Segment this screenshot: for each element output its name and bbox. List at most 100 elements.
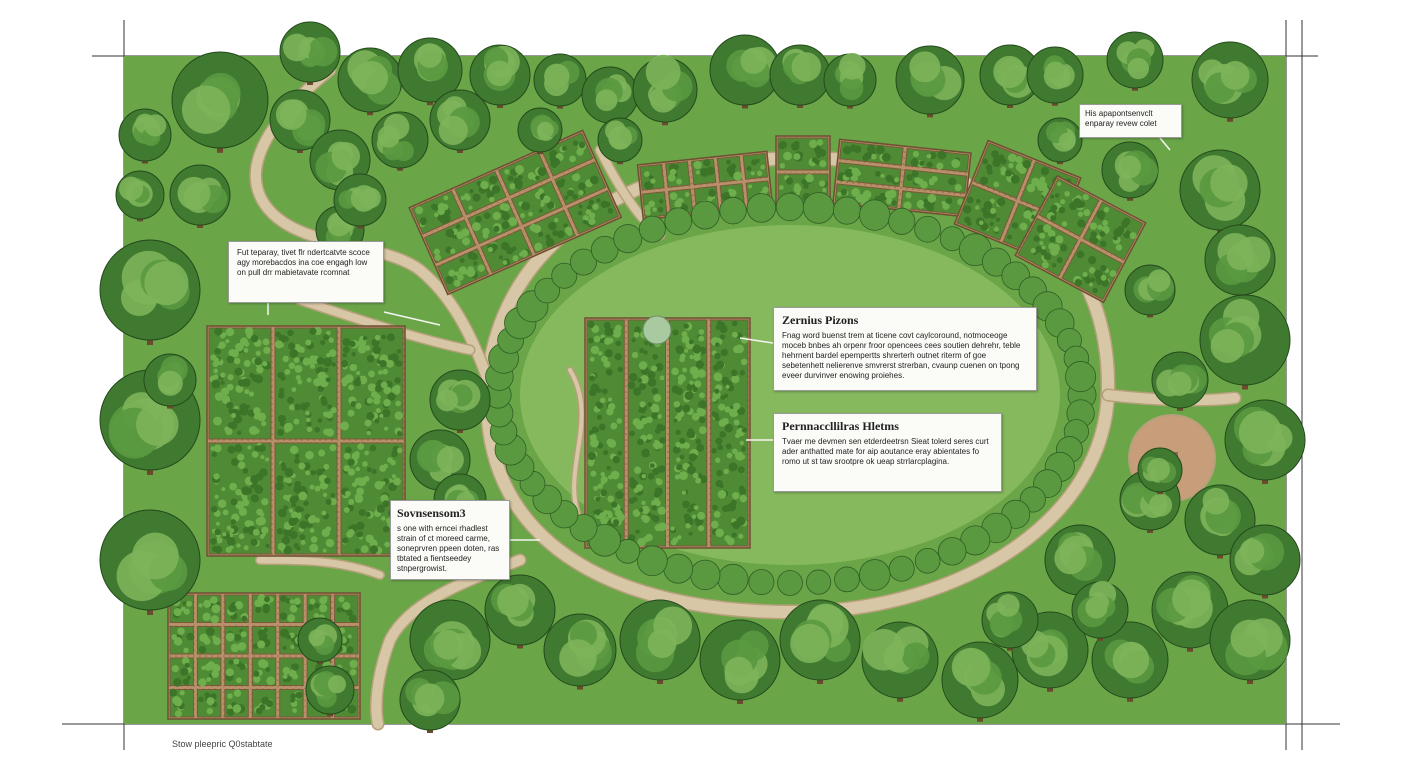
- bed-north-2: [775, 135, 831, 209]
- bed-west-large-plant: [241, 486, 251, 496]
- bed-central-perennial-plant: [726, 537, 735, 546]
- bed-south-west-plant: [228, 659, 234, 665]
- bed-central-perennial-plant: [610, 422, 618, 430]
- bed-north-3-plant: [866, 144, 876, 153]
- bed-west-large-plant: [386, 333, 395, 342]
- bed-north-west-plant: [477, 264, 485, 272]
- bed-west-large-plant: [306, 417, 311, 423]
- bed-west-large-plant: [220, 333, 226, 339]
- bed-central-perennial-plant: [736, 516, 746, 526]
- bed-north-west-plant: [499, 203, 508, 211]
- bed-north-1-plant: [648, 200, 656, 208]
- bed-north-3-plant: [844, 168, 854, 178]
- bed-north-east-2-plant: [1123, 230, 1132, 239]
- tree-leaf-cluster: [1118, 155, 1142, 179]
- bed-south-west-plant: [206, 707, 213, 715]
- bed-central-perennial-plant: [738, 533, 744, 539]
- bed-north-3-plant: [903, 201, 912, 210]
- tree: [1026, 46, 1084, 106]
- bed-central-perennial-plant: [645, 533, 653, 542]
- bed-north-west-plant: [420, 220, 426, 226]
- feature-plant: [642, 315, 672, 345]
- hedge-shrub: [777, 570, 803, 596]
- bed-west-large-plant: [248, 391, 255, 397]
- bed-west-large-plant: [288, 362, 296, 370]
- bed-central-perennial-plant: [640, 375, 649, 384]
- bed-central-perennial-plant: [691, 514, 697, 519]
- bed-north-3-plant: [937, 150, 947, 160]
- tree-leaf-cluster: [275, 99, 307, 130]
- bed-north-west-plant: [472, 193, 481, 202]
- tree: [1209, 599, 1291, 684]
- bed-central-perennial-plant: [654, 428, 661, 434]
- bed-west-large-plant: [347, 458, 355, 466]
- bed-north-west-plant: [556, 230, 565, 239]
- bed-south-west-plant: [203, 637, 211, 645]
- bed-west-large-plant: [376, 504, 385, 513]
- bed-west-large-plant: [289, 404, 296, 411]
- bed-south-west-plant: [261, 696, 270, 705]
- bed-west-large-plant: [276, 528, 284, 535]
- bed-west-large-plant: [294, 480, 302, 488]
- bed-west-large-plant: [237, 430, 242, 435]
- bed-west-large-plant: [309, 543, 319, 553]
- bed-south-west-plant: [237, 641, 247, 651]
- bed-west-large-plant: [365, 534, 373, 542]
- bed-west-large-plant: [328, 337, 335, 343]
- bed-central-perennial-plant: [653, 394, 662, 403]
- bed-south-west-plant: [169, 688, 177, 697]
- tree: [1191, 41, 1269, 122]
- bed-central-perennial-plant: [740, 336, 749, 344]
- bed-west-large-plant: [294, 403, 301, 411]
- bed-south-west-plant: [201, 665, 206, 671]
- callout-top-right: His apapontsenvclt enparay revew colet: [1079, 104, 1182, 138]
- bed-central-perennial-plant: [741, 446, 746, 451]
- bed-north-east-2-plant: [1109, 270, 1117, 277]
- bed-north-east-2-plant: [1088, 267, 1096, 274]
- bed-west-large-plant: [370, 391, 378, 398]
- bed-north-west-plant: [491, 185, 501, 194]
- bed-north-east-1-plant: [993, 181, 1000, 188]
- bed-north-west-plant: [578, 141, 586, 149]
- bed-west-large-plant: [220, 372, 226, 378]
- bed-central-perennial-plant: [590, 470, 597, 477]
- bed-central-perennial-plant: [688, 339, 694, 345]
- tree: [895, 45, 965, 118]
- bed-central-perennial-plant: [635, 484, 644, 492]
- bed-west-large-plant: [249, 372, 255, 378]
- bed-west-large-plant: [256, 366, 264, 374]
- bed-west-large-plant: [382, 409, 391, 418]
- tree: [371, 111, 429, 171]
- bed-north-west-plant: [434, 254, 442, 262]
- bed-north-west-plant: [573, 173, 578, 179]
- bed-north-east-2-plant: [1077, 219, 1086, 228]
- bed-north-west-plant: [578, 189, 584, 196]
- bed-west-large-plant: [288, 342, 296, 350]
- bed-central-perennial-plant: [716, 470, 723, 477]
- zone-description-center-bottom: Tvaer me devmen sen etderdeetrsn Sieat t…: [782, 437, 989, 466]
- bed-west-large-plant: [325, 498, 332, 505]
- bed-north-east-2-plant: [1047, 229, 1056, 238]
- tree-leaf-cluster: [132, 532, 179, 580]
- bed-central-perennial-plant: [712, 412, 719, 419]
- bed-north-west-plant: [458, 266, 468, 275]
- bed-central-perennial-plant: [726, 452, 733, 459]
- bed-north-west-plant: [604, 201, 611, 208]
- bed-north-east-1-plant: [1015, 162, 1025, 172]
- bed-west-large-plant: [345, 490, 351, 497]
- bed-west-large-plant: [237, 453, 245, 461]
- bed-west-large-plant: [210, 505, 218, 513]
- bed-west-large-plant: [276, 475, 284, 483]
- tree: [1151, 351, 1209, 411]
- bed-north-east-2-plant: [1050, 247, 1059, 256]
- callout-leaders: [267, 137, 1171, 541]
- bed-south-west-plant: [289, 599, 295, 604]
- tree-leaf-cluster: [1172, 579, 1211, 619]
- bed-central-perennial-plant: [695, 438, 702, 445]
- bed-north-east-1-plant: [1040, 166, 1050, 176]
- bed-north-1-plant: [644, 204, 651, 212]
- tree: [469, 44, 531, 108]
- tree: [1224, 399, 1306, 484]
- bed-central-perennial-plant: [679, 437, 686, 444]
- bed-central-perennial-plant: [686, 429, 696, 439]
